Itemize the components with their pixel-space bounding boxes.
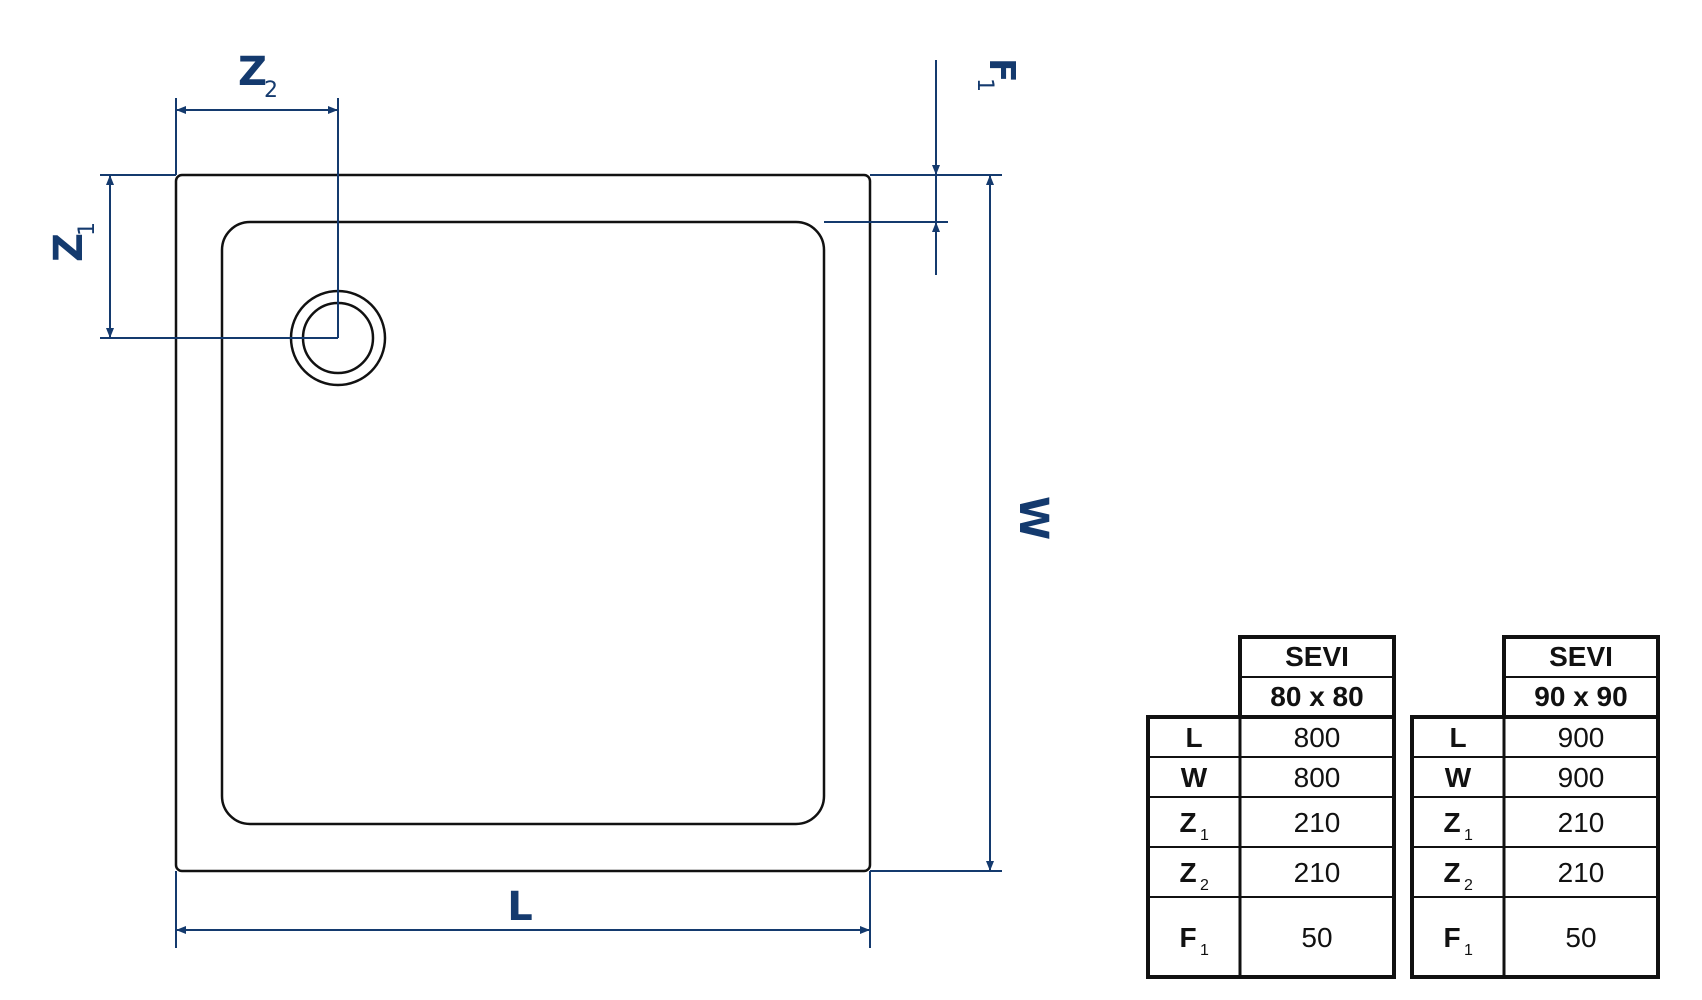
param-z2: Z bbox=[1179, 857, 1196, 888]
svg-text:2: 2 bbox=[264, 78, 278, 103]
table-title: SEVI bbox=[1285, 641, 1349, 672]
value-z2: 210 bbox=[1294, 857, 1341, 888]
label-l: L bbox=[507, 884, 533, 930]
svg-text:Z: Z bbox=[46, 233, 92, 262]
param-subscript: 1 bbox=[1464, 827, 1473, 844]
table-size: 80 x 80 bbox=[1270, 681, 1363, 712]
value-w: 800 bbox=[1294, 762, 1341, 793]
label-z2: Z 2 bbox=[238, 49, 278, 103]
param-subscript: 2 bbox=[1200, 877, 1209, 894]
label-z1: Z 1 bbox=[46, 222, 100, 262]
value-z1: 210 bbox=[1558, 807, 1605, 838]
value-l: 900 bbox=[1558, 722, 1605, 753]
param-f1: F bbox=[1443, 922, 1460, 953]
param-subscript: 1 bbox=[1200, 942, 1209, 959]
param-w: W bbox=[1445, 762, 1472, 793]
value-f1: 50 bbox=[1301, 922, 1332, 953]
label-w: W bbox=[1010, 496, 1056, 540]
param-z1: Z bbox=[1179, 807, 1196, 838]
svg-text:F: F bbox=[981, 58, 1022, 83]
param-subscript: 1 bbox=[1200, 827, 1209, 844]
table-title: SEVI bbox=[1549, 641, 1613, 672]
param-l: L bbox=[1449, 722, 1466, 753]
value-z1: 210 bbox=[1294, 807, 1341, 838]
tray-inner-basin bbox=[220, 220, 826, 826]
tray-drawing bbox=[174, 173, 872, 873]
param-z1: Z bbox=[1443, 807, 1460, 838]
value-f1: 50 bbox=[1565, 922, 1596, 953]
svg-text:1: 1 bbox=[972, 78, 997, 92]
dimension-labels: L W Z 2 Z 1 F 1 bbox=[46, 49, 1056, 930]
param-subscript: 1 bbox=[1464, 942, 1473, 959]
dimension-lines bbox=[100, 60, 1002, 948]
table-size: 90 x 90 bbox=[1534, 681, 1627, 712]
svg-text:Z: Z bbox=[238, 49, 267, 95]
param-subscript: 2 bbox=[1464, 877, 1473, 894]
svg-text:1: 1 bbox=[75, 222, 100, 236]
param-z2: Z bbox=[1443, 857, 1460, 888]
value-l: 800 bbox=[1294, 722, 1341, 753]
value-w: 900 bbox=[1558, 762, 1605, 793]
tray-outer-outline bbox=[174, 173, 872, 873]
value-z2: 210 bbox=[1558, 857, 1605, 888]
param-w: W bbox=[1181, 762, 1208, 793]
label-f1: F 1 bbox=[972, 58, 1022, 92]
param-l: L bbox=[1185, 722, 1202, 753]
param-f1: F bbox=[1179, 922, 1196, 953]
